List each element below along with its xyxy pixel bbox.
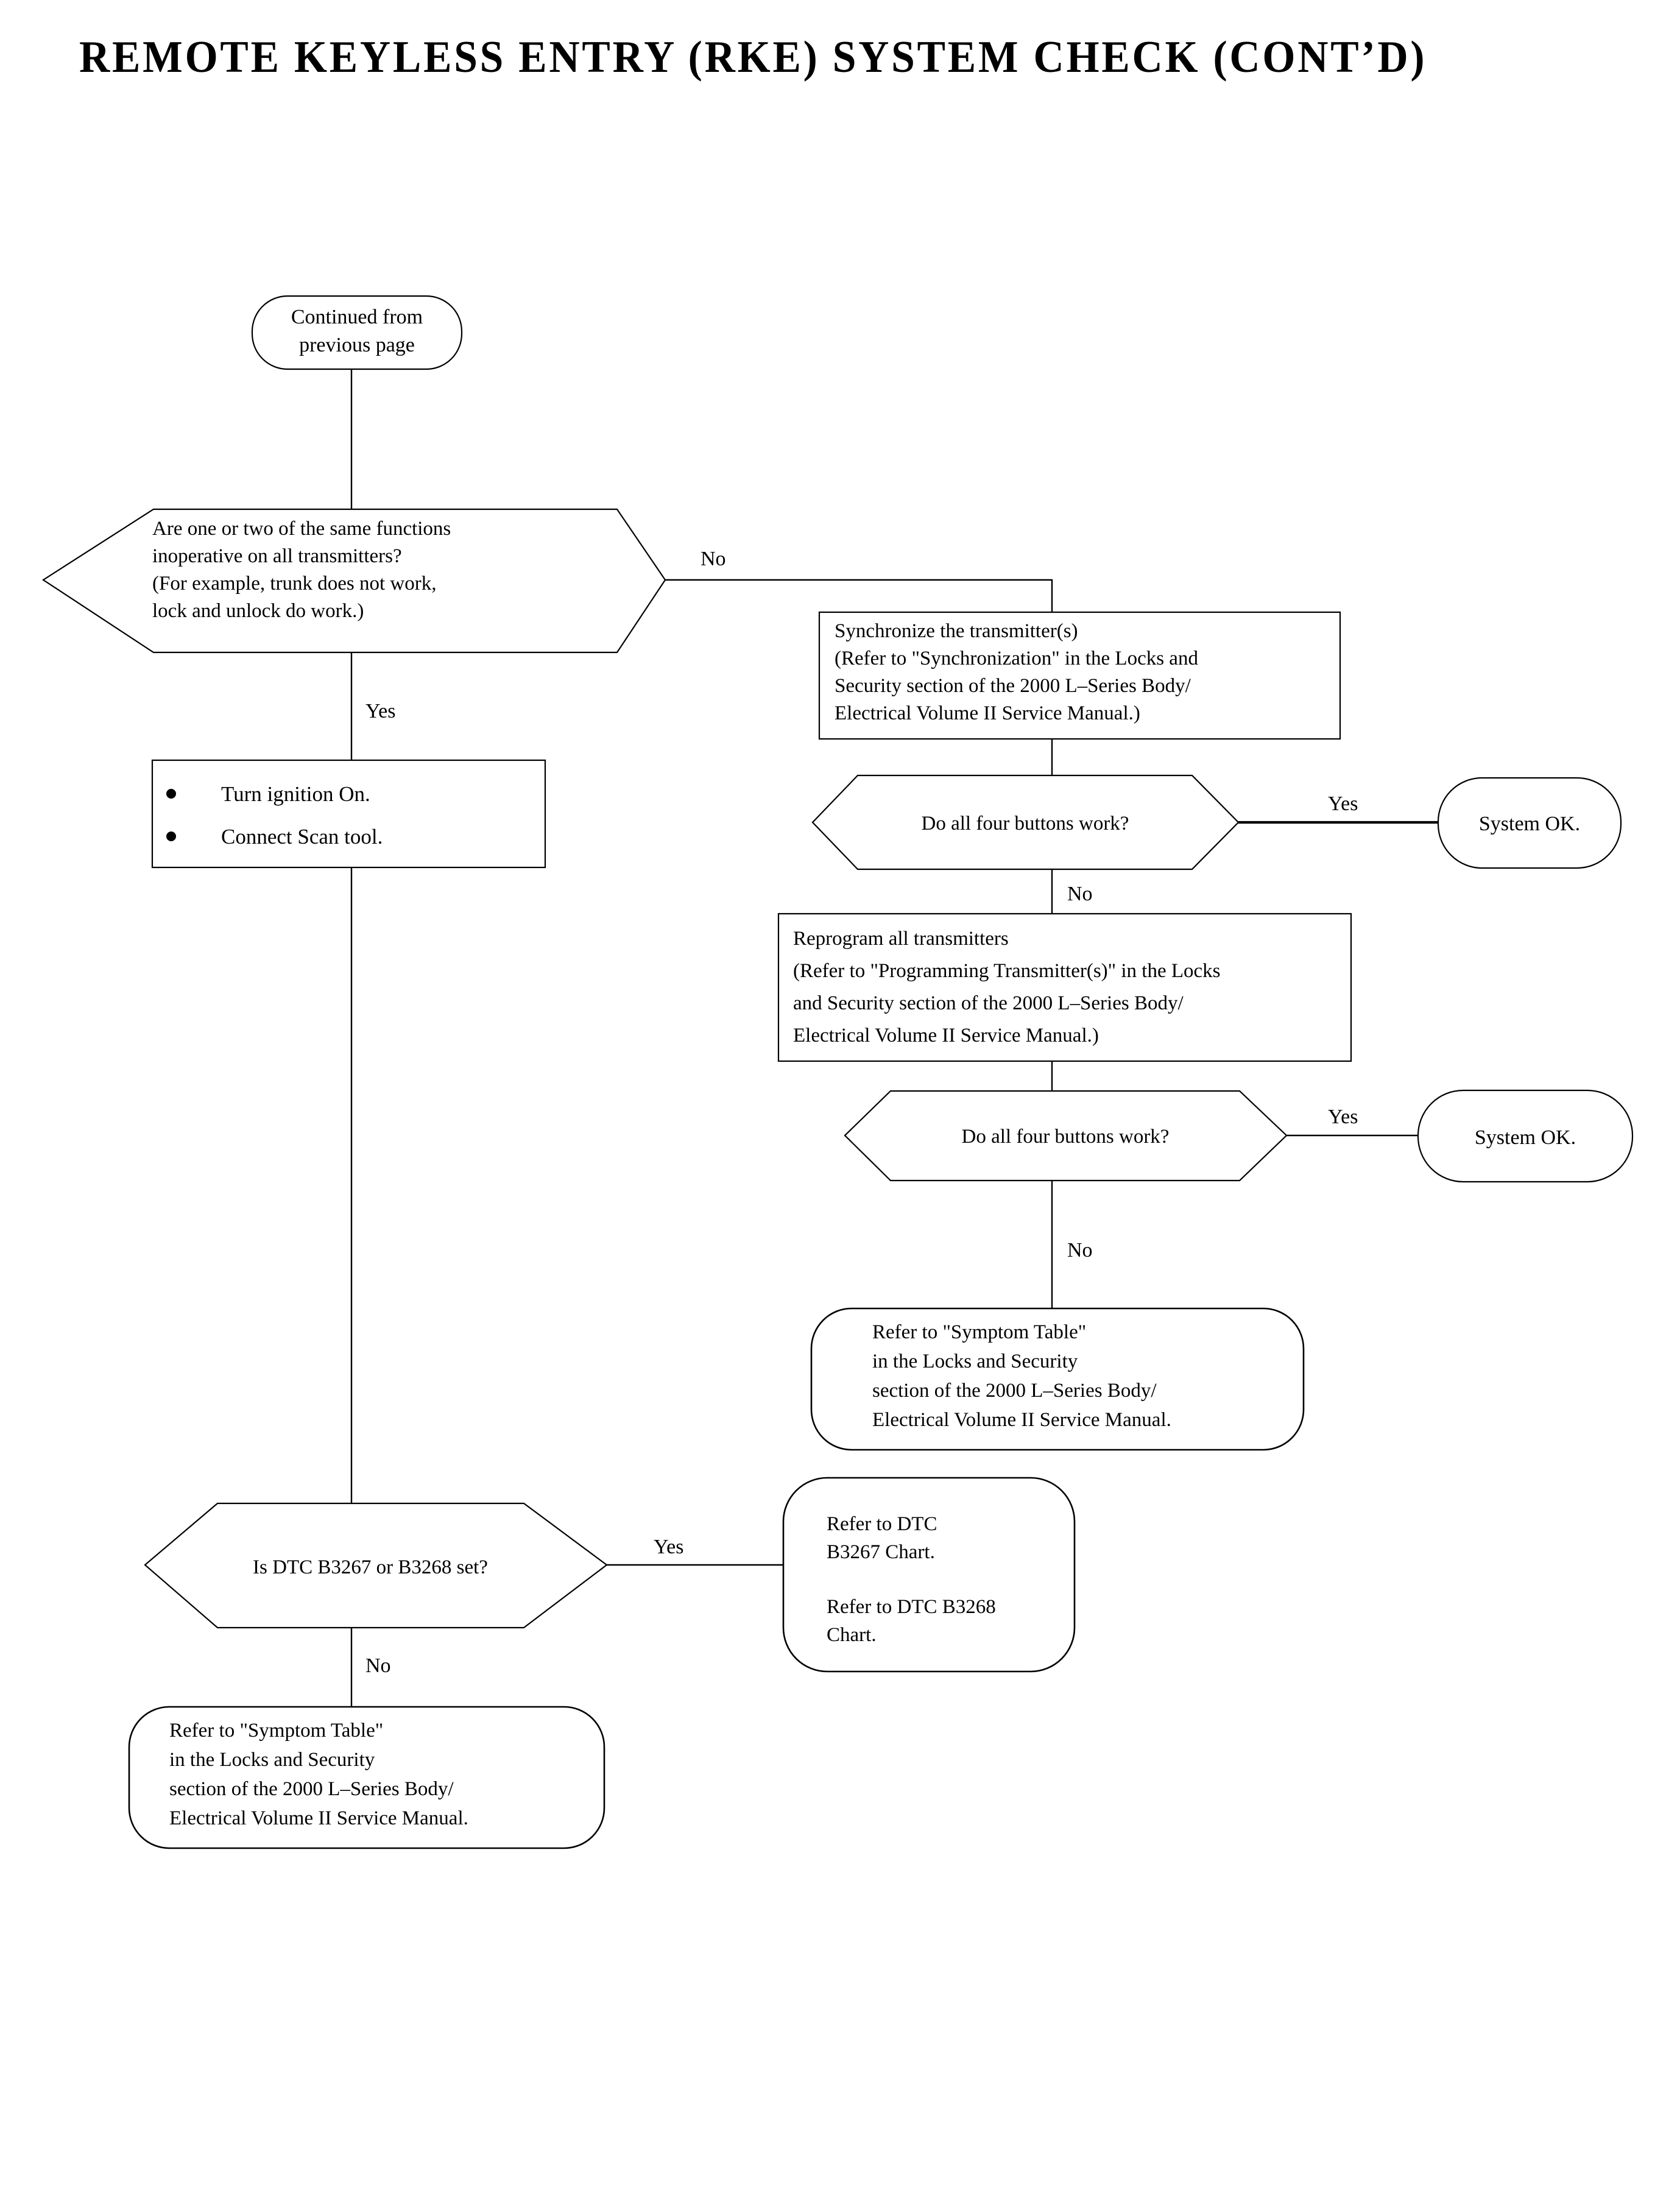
symptom-bottom-line-4: Electrical Volume II Service Manual.: [169, 1807, 468, 1829]
dtc-charts-shape: [782, 1477, 1076, 1673]
system-ok-2-label: System OK.: [1475, 1126, 1576, 1149]
system-ok-1-shape: [1437, 777, 1622, 869]
continued-line-2: previous page: [299, 334, 415, 356]
synchronize-line-1: Synchronize the transmitter(s): [835, 620, 1078, 642]
decision-dtc-line-1: Is DTC B3267 or B3268 set?: [253, 1556, 488, 1578]
node-symptom-table-right[interactable]: Refer to "Symptom Table" in the Locks an…: [810, 1307, 1305, 1451]
reprogram-line-3: and Security section of the 2000 L–Serie…: [793, 992, 1184, 1014]
node-dtc-charts[interactable]: Refer to DTC B3267 Chart. Refer to DTC B…: [782, 1477, 1076, 1673]
node-decision-buttons-work-2[interactable]: Do all four buttons work?: [844, 1090, 1288, 1182]
decision-functions-line-1: Are one or two of the same functions: [152, 518, 451, 540]
edge-label-buttons1-no: No: [1067, 883, 1093, 905]
node-system-ok-1[interactable]: System OK.: [1437, 777, 1622, 869]
scan-tool-box-shape: [151, 759, 546, 869]
decision-functions-line-4: lock and unlock do work.): [152, 600, 364, 622]
continued-terminator-shape: [251, 295, 463, 370]
dtc-charts-line-3: Refer to DTC B3268: [827, 1596, 996, 1618]
edge-label-dtc-yes: Yes: [654, 1536, 683, 1558]
symptom-bottom-line-1: Refer to "Symptom Table": [169, 1720, 383, 1742]
edge-label-functions-no: No: [701, 548, 726, 570]
reprogram-box-shape: [777, 913, 1352, 1062]
synchronize-line-2: (Refer to "Synchronization" in the Locks…: [835, 648, 1198, 669]
decision-functions-line-2: inoperative on all transmitters?: [152, 545, 402, 567]
decision-buttons1-line-1: Do all four buttons work?: [922, 813, 1129, 835]
node-scan-tool-steps[interactable]: Turn ignition On. Connect Scan tool.: [151, 759, 546, 869]
decision-functions-line-3: (For example, trunk does not work,: [152, 573, 437, 595]
edge-label-buttons2-yes: Yes: [1328, 1106, 1358, 1128]
synchronize-box-shape: [818, 611, 1341, 740]
node-system-ok-2[interactable]: System OK.: [1417, 1089, 1634, 1183]
page-title: REMOTE KEYLESS ENTRY (RKE) SYSTEM CHECK …: [79, 32, 1427, 82]
decision-buttons2-line-1: Do all four buttons work?: [962, 1126, 1170, 1148]
symptom-right-line-2: in the Locks and Security: [872, 1350, 1078, 1372]
scan-tool-bullet-1: Turn ignition On.: [221, 782, 370, 806]
node-reprogram-transmitters[interactable]: Reprogram all transmitters (Refer to "Pr…: [777, 913, 1352, 1062]
symptom-right-line-1: Refer to "Symptom Table": [872, 1321, 1086, 1343]
node-decision-same-functions[interactable]: Are one or two of the same functions ino…: [41, 508, 666, 654]
node-symptom-table-bottom[interactable]: Refer to "Symptom Table" in the Locks an…: [128, 1706, 605, 1849]
dtc-charts-line-2: B3267 Chart.: [827, 1541, 935, 1563]
symptom-table-right-shape: [810, 1307, 1305, 1451]
decision-buttons1-shape: [811, 774, 1240, 870]
decision-dtc-shape: [144, 1502, 608, 1629]
decision-functions-shape: [41, 508, 666, 654]
node-synchronize-transmitters[interactable]: Synchronize the transmitter(s) (Refer to…: [818, 611, 1341, 740]
edge-label-buttons2-no: No: [1067, 1239, 1093, 1262]
symptom-right-line-3: section of the 2000 L–Series Body/: [872, 1380, 1157, 1402]
symptom-right-line-4: Electrical Volume II Service Manual.: [872, 1409, 1171, 1431]
symptom-bottom-line-2: in the Locks and Security: [169, 1749, 375, 1771]
reprogram-line-4: Electrical Volume II Service Manual.): [793, 1025, 1099, 1047]
symptom-table-bottom-shape: [128, 1706, 605, 1849]
reprogram-line-2: (Refer to "Programming Transmitter(s)" i…: [793, 960, 1221, 982]
reprogram-line-1: Reprogram all transmitters: [793, 928, 1009, 950]
node-continued-from-previous-page[interactable]: Continued from previous page: [251, 295, 463, 370]
bullet-dot-icon: [166, 831, 176, 841]
system-ok-2-shape: [1417, 1089, 1634, 1183]
dtc-charts-line-4: Chart.: [827, 1624, 877, 1646]
decision-buttons2-shape: [844, 1090, 1288, 1182]
node-decision-buttons-work-1[interactable]: Do all four buttons work?: [811, 774, 1240, 870]
node-decision-dtc-set[interactable]: Is DTC B3267 or B3268 set?: [144, 1502, 608, 1629]
dtc-charts-line-1: Refer to DTC: [827, 1513, 937, 1535]
connector-functions-no: [665, 579, 1053, 612]
scan-tool-bullet-2: Connect Scan tool.: [221, 825, 383, 849]
bullet-dot-icon: [166, 789, 176, 799]
symptom-bottom-line-3: section of the 2000 L–Series Body/: [169, 1778, 454, 1800]
edge-label-buttons1-yes: Yes: [1328, 793, 1358, 815]
edge-label-dtc-no: No: [365, 1654, 391, 1677]
continued-line-1: Continued from: [291, 306, 423, 328]
system-ok-1-label: System OK.: [1479, 813, 1580, 835]
synchronize-line-3: Security section of the 2000 L–Series Bo…: [835, 675, 1191, 697]
synchronize-line-4: Electrical Volume II Service Manual.): [835, 702, 1140, 724]
edge-label-functions-yes: Yes: [365, 700, 395, 722]
